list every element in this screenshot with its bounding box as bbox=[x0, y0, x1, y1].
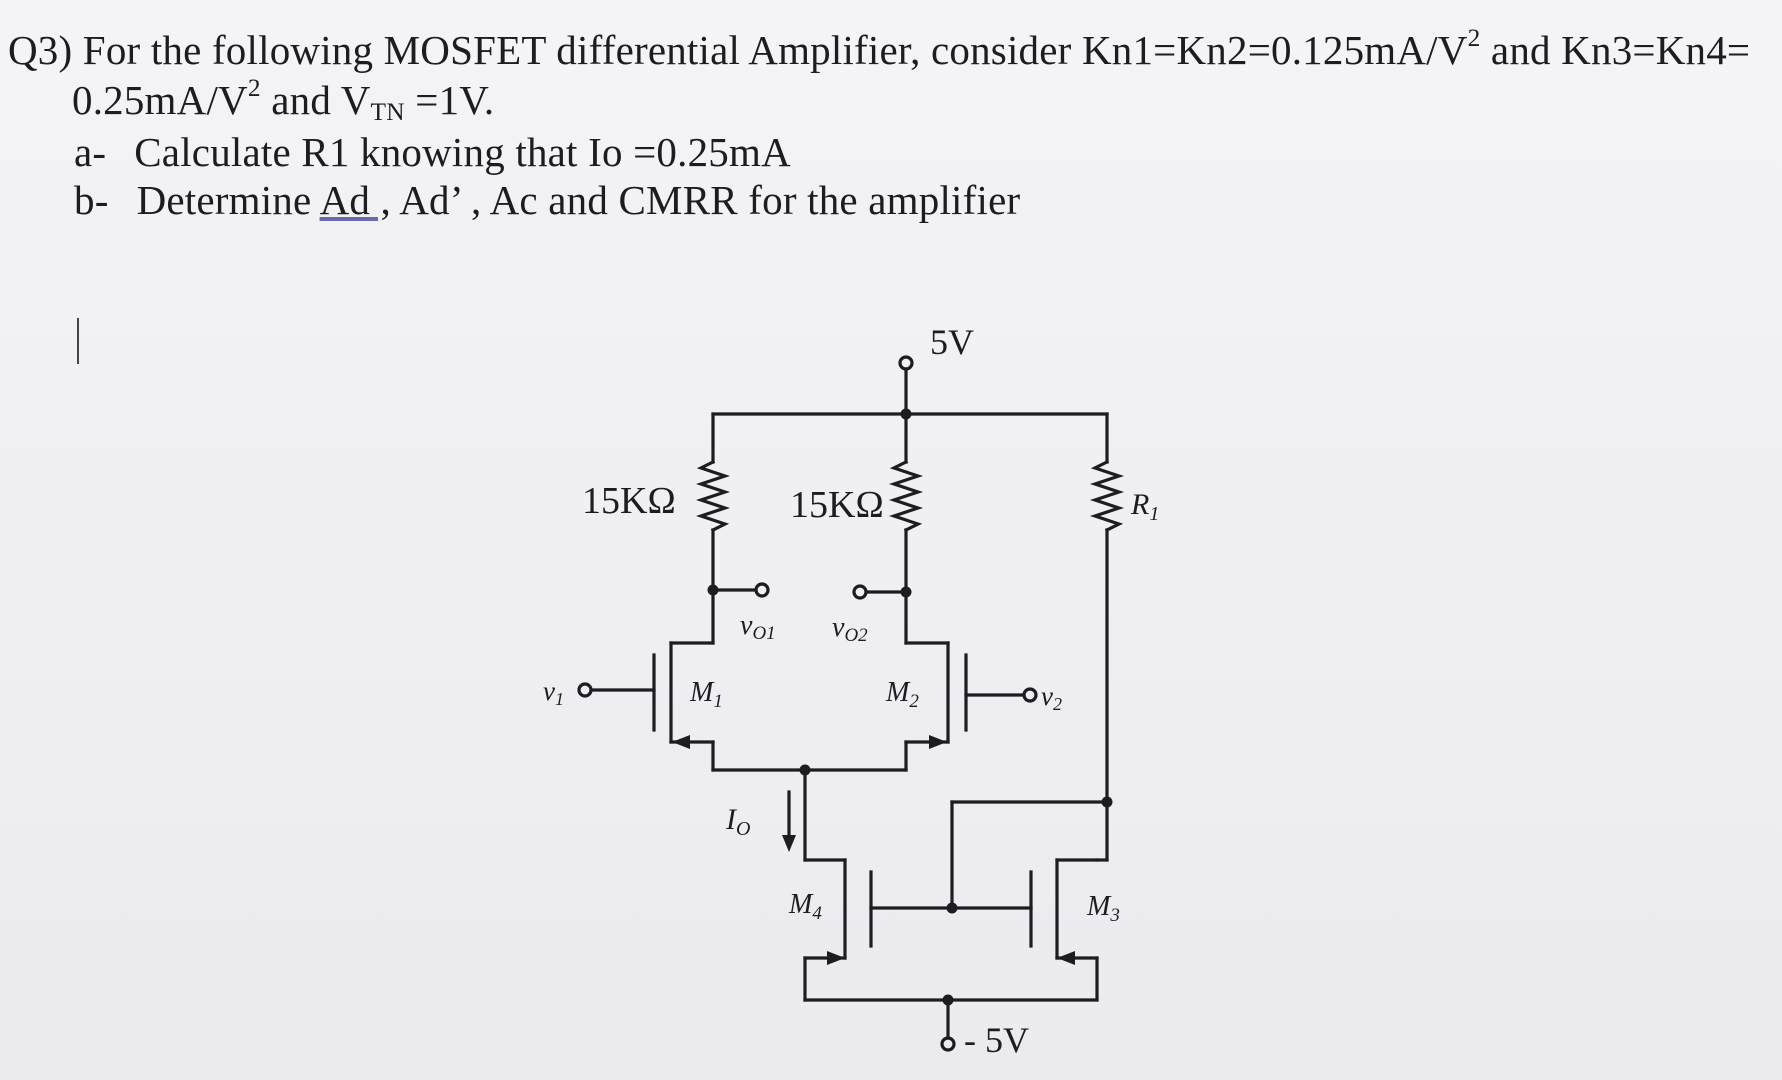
v1-terminal bbox=[577, 682, 593, 698]
m2-label: M2 bbox=[885, 677, 919, 712]
question-line-1: Q3) For the following MOSFET differentia… bbox=[8, 24, 1751, 73]
resistor-left bbox=[695, 459, 731, 533]
resistor-r1 bbox=[1089, 459, 1125, 533]
m4-label: M4 bbox=[788, 889, 822, 924]
m1-label: M1 bbox=[689, 677, 723, 712]
text-cursor bbox=[77, 318, 79, 364]
vo2-terminal bbox=[852, 584, 868, 600]
resistor-middle-label: 15KΩ bbox=[790, 484, 884, 526]
v1-label: v1 bbox=[543, 676, 564, 709]
vss-terminal bbox=[940, 1036, 956, 1052]
part-a: a- Calculate R1 knowing that Io =0.25mA bbox=[74, 132, 791, 173]
vdd-terminal bbox=[898, 355, 914, 371]
m3-label: M3 bbox=[1086, 891, 1120, 926]
v2-label: v2 bbox=[1041, 681, 1062, 714]
resistor-middle bbox=[888, 459, 924, 533]
r1-label: R1 bbox=[1130, 488, 1159, 525]
part-b: b-Determine Ad , Ad’ , Ac and CMRR for t… bbox=[74, 177, 1021, 223]
junction-dot bbox=[900, 408, 912, 420]
transistor-m1 bbox=[590, 641, 715, 744]
v2-terminal bbox=[1022, 687, 1038, 703]
junction-dot bbox=[1101, 796, 1113, 808]
part-a-label: a- bbox=[74, 129, 107, 175]
vss-label: - 5V bbox=[964, 1020, 1029, 1060]
io-label: IO bbox=[725, 803, 750, 840]
transistor-m4 bbox=[803, 858, 954, 960]
question-line-2: 0.25mA/V2 and VTN =1V. bbox=[72, 74, 495, 127]
resistor-left-label: 15KΩ bbox=[582, 480, 676, 522]
transistor-m3 bbox=[950, 858, 1099, 960]
junction-dot bbox=[707, 584, 719, 596]
vo1-terminal bbox=[754, 582, 770, 598]
junction-dot bbox=[942, 994, 954, 1006]
part-a-text: Calculate R1 knowing that Io =0.25mA bbox=[134, 129, 791, 175]
vo1-label: vO1 bbox=[740, 610, 776, 644]
junction-dot bbox=[900, 586, 912, 598]
part-b-underlined-term: Ad , bbox=[319, 177, 392, 223]
vo2-label: vO2 bbox=[832, 612, 868, 646]
vdd-label: 5V bbox=[930, 322, 974, 362]
part-b-label: b- bbox=[74, 177, 109, 223]
junction-dot bbox=[799, 764, 811, 776]
transistor-m2 bbox=[904, 641, 1026, 744]
junction-dot bbox=[946, 902, 958, 914]
